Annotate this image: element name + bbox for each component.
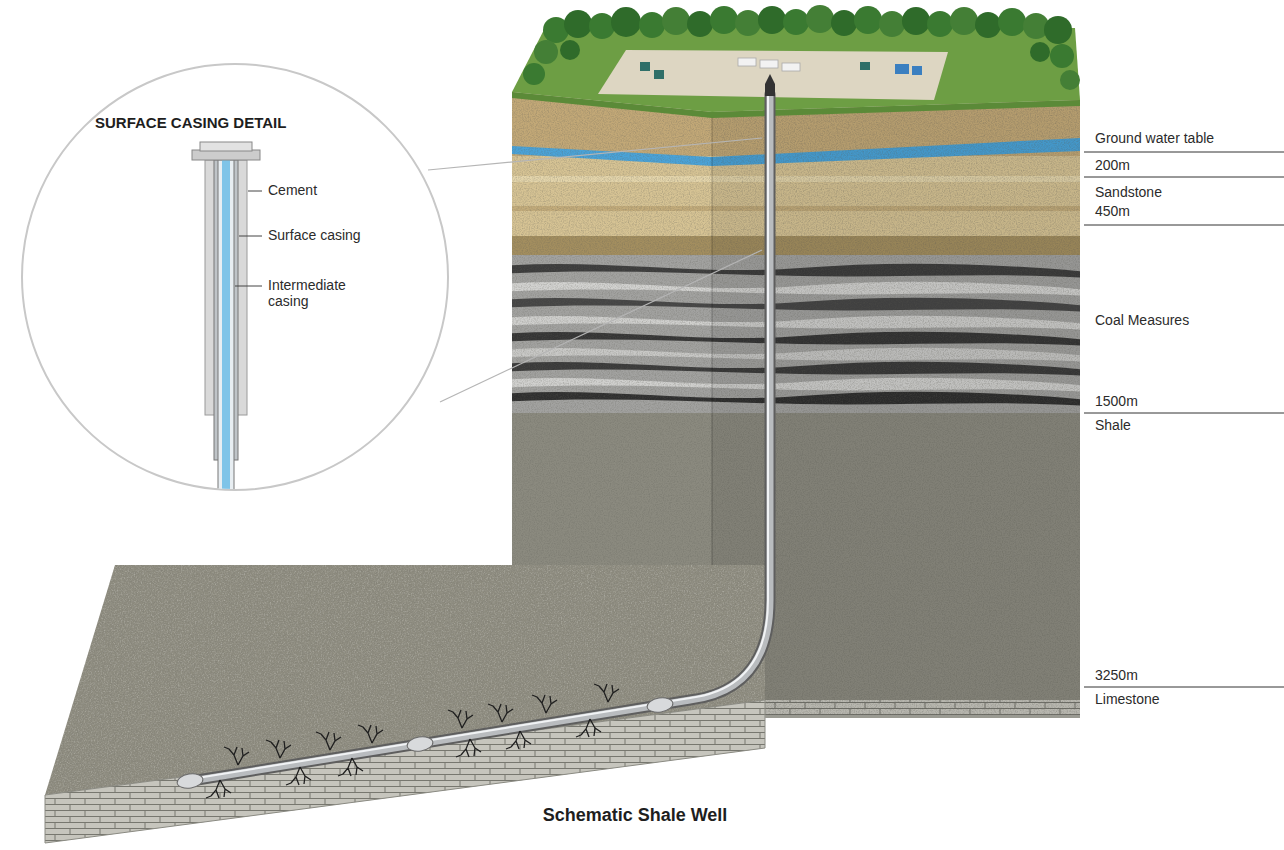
ground-surface bbox=[895, 64, 909, 74]
inset-heading: SURFACE CASING DETAIL bbox=[95, 114, 286, 132]
fracture-marks bbox=[532, 695, 557, 713]
casing-cross-section bbox=[200, 142, 252, 151]
part-leader-line bbox=[239, 236, 262, 237]
tree-line bbox=[806, 5, 834, 33]
stratum-name: Coal Measures bbox=[1095, 312, 1189, 328]
well-bore bbox=[765, 74, 775, 84]
tree-line bbox=[611, 7, 641, 37]
tree-line bbox=[735, 10, 761, 36]
tree-line bbox=[589, 13, 615, 39]
tree-line bbox=[560, 40, 580, 60]
rock-strata bbox=[712, 112, 713, 565]
tree-line bbox=[662, 7, 690, 35]
tree-line bbox=[998, 8, 1026, 36]
well-bore bbox=[176, 772, 204, 790]
diagram-caption: Schematic Shale Well bbox=[435, 804, 835, 826]
tree-line bbox=[639, 12, 665, 38]
tree-line bbox=[564, 10, 592, 38]
part-name: Intermediate casing bbox=[268, 277, 364, 309]
depth-marker-line bbox=[1084, 152, 1284, 153]
ground-surface bbox=[738, 58, 756, 66]
tree-line bbox=[1044, 16, 1072, 44]
tree-line bbox=[783, 9, 809, 35]
shale-slab bbox=[40, 560, 1080, 843]
tree-line bbox=[758, 6, 786, 34]
inset-leader-line bbox=[428, 138, 762, 170]
fracture-marks bbox=[224, 747, 249, 765]
well-bore bbox=[406, 735, 434, 753]
part-leader-line bbox=[235, 191, 262, 286]
fracture-marks bbox=[576, 719, 601, 737]
casing-cross-section bbox=[218, 160, 234, 492]
part-name: Cement bbox=[268, 182, 317, 198]
fracture-marks bbox=[206, 780, 231, 798]
fracture-marks bbox=[358, 725, 383, 743]
tree-line bbox=[927, 11, 953, 37]
well-bore bbox=[765, 84, 775, 96]
fracture-marks bbox=[506, 731, 531, 749]
fracture-marks bbox=[266, 740, 291, 758]
tree-line bbox=[879, 11, 905, 37]
fracture-marks bbox=[594, 684, 619, 702]
inset-leader-line bbox=[428, 138, 762, 402]
fracture-marks bbox=[206, 684, 619, 798]
tree-line bbox=[710, 6, 738, 34]
tree-line bbox=[523, 63, 545, 85]
depth-marker-line bbox=[1084, 177, 1284, 178]
tree-line bbox=[975, 12, 1001, 38]
tree-line bbox=[902, 7, 930, 35]
tree-line bbox=[1030, 42, 1050, 62]
depth-marker-line bbox=[1084, 225, 1284, 226]
depth-marker-line bbox=[1084, 413, 1284, 414]
ground-surface bbox=[598, 50, 948, 100]
depth-label: 450m bbox=[1095, 203, 1130, 219]
fracture-marks bbox=[338, 758, 363, 776]
depth-marker-line bbox=[1084, 152, 1284, 687]
tree-line bbox=[950, 7, 978, 35]
fracture-marks bbox=[488, 704, 513, 722]
ground-surface bbox=[760, 60, 778, 68]
fracture-marks bbox=[316, 732, 341, 750]
ground-surface bbox=[782, 63, 800, 71]
depth-marker-line bbox=[1084, 687, 1284, 688]
inset-leader-line bbox=[440, 250, 762, 402]
detail-inset-circle: SURFACE CASING DETAIL bbox=[20, 62, 450, 492]
stratum-name: Sandstone bbox=[1095, 184, 1162, 200]
tree-line bbox=[1050, 44, 1074, 68]
tree-line bbox=[831, 10, 857, 36]
ground-surface bbox=[640, 62, 650, 71]
tree-line bbox=[523, 5, 1080, 90]
tree-line bbox=[854, 6, 882, 34]
part-leader-line bbox=[248, 191, 262, 192]
depth-label: 1500m bbox=[1095, 393, 1138, 409]
fracture-marks bbox=[448, 710, 473, 728]
fracture-marks bbox=[286, 767, 311, 785]
ground-surface bbox=[912, 66, 922, 75]
depth-label: 3250m bbox=[1095, 667, 1138, 683]
stratum-name: Shale bbox=[1095, 417, 1131, 433]
tree-line bbox=[1060, 70, 1080, 90]
tree-line bbox=[534, 40, 558, 64]
tree-line bbox=[687, 11, 713, 37]
ground-surface bbox=[860, 62, 870, 70]
stratum-name: Limestone bbox=[1095, 691, 1160, 707]
well-bore bbox=[646, 696, 674, 714]
fracture-marks bbox=[206, 719, 601, 798]
casing-detail-inset bbox=[22, 64, 448, 490]
depth-label: 200m bbox=[1095, 157, 1130, 173]
stratum-name: Ground water table bbox=[1095, 130, 1214, 146]
part-name: Surface casing bbox=[268, 227, 361, 243]
part-leader-line bbox=[235, 286, 262, 287]
fracture-marks bbox=[456, 739, 481, 757]
shale-slab bbox=[765, 715, 1080, 718]
casing-cross-section bbox=[222, 160, 230, 492]
casing-cross-section bbox=[192, 142, 260, 492]
ground-surface bbox=[654, 70, 664, 79]
